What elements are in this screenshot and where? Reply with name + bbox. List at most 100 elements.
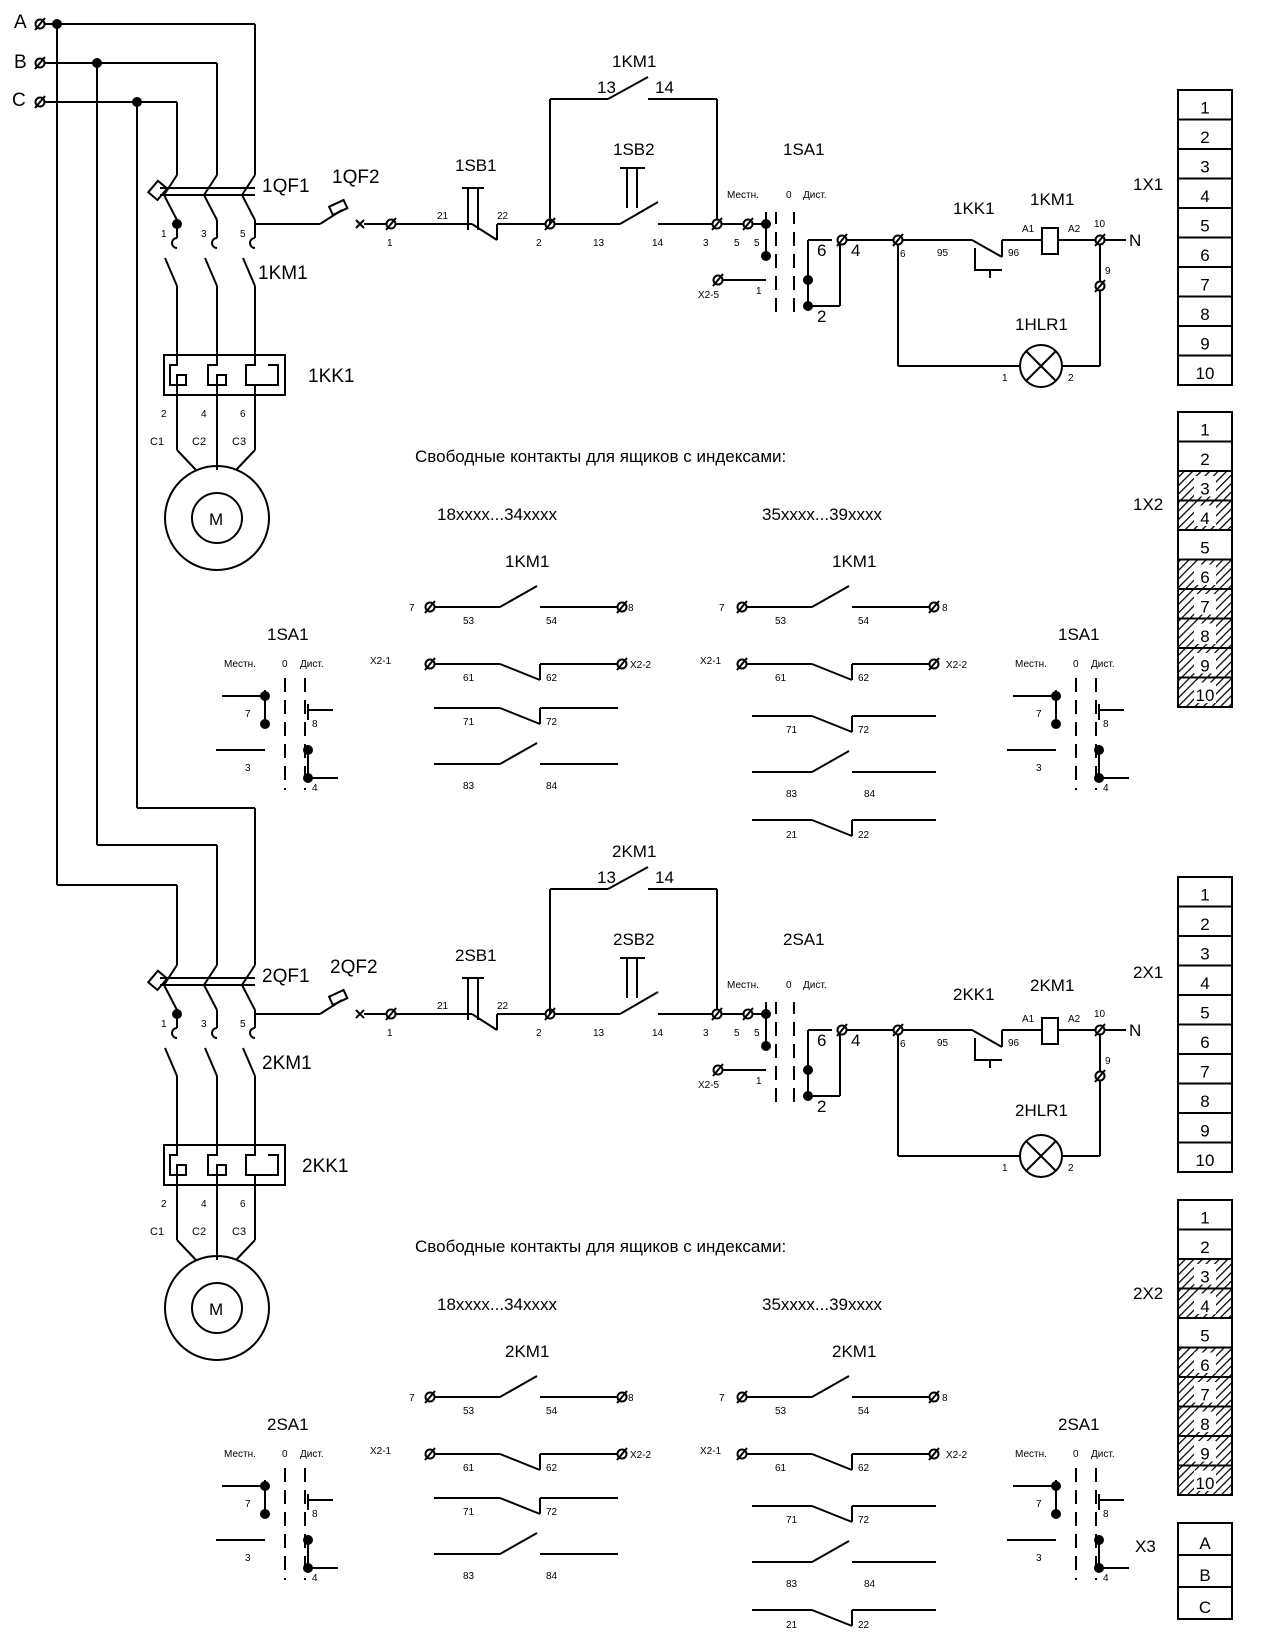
unit1-power-circuit: 1 3 5 1QF1 1KM1 1KK1 2 4 6 [146,174,354,571]
u2-sa-right-label: 2SA1 [1058,1415,1100,1434]
unit2-free-block-a: 7 8 53 54 X2-1 X2-2 61 62 71 72 [370,1375,652,1582]
unit2-x1-number: 5 [1200,1004,1209,1023]
unit1-wire-21: 21 [437,211,449,222]
u2a-c83: 83 [463,1571,475,1582]
u1-sa-left-local: Местн. [224,659,256,670]
unit1-x1-cell [1177,354,1233,386]
unit2-wire-21: 21 [437,1001,449,1012]
u2b-c84: 84 [864,1579,876,1590]
unit1-x2-number: 3 [1200,480,1209,499]
unit1-sb1-label: 1SB1 [455,156,497,175]
u2-sa-left-remote: Дист. [300,1449,324,1460]
unit1-wire-14: 14 [652,238,664,249]
unit1-km-hold-label: 1KM1 [612,52,656,71]
unit1-sa-label: 1SA1 [783,140,825,159]
unit2-x2-number: 4 [1200,1297,1209,1316]
unit1-x2-cell [1177,529,1233,561]
unit1-sb2-label: 1SB2 [613,140,655,159]
u1b-c53: 53 [775,616,787,627]
unit1-neutral-label: N [1129,231,1141,250]
unit2-x1-number: 3 [1200,945,1209,964]
unit2-sa-remote: Дист. [803,980,827,991]
unit1-free-contacts: Свободные контакты для ящиков с индексам… [216,447,1129,841]
unit2-x2-number: 2 [1200,1238,1209,1257]
unit1-free-km-b: 1KM1 [832,552,876,571]
unit2-motor-lead-c2: C2 [192,1226,206,1238]
unit2-wire-10: 10 [1094,1009,1106,1020]
unit2-wire-4: 4 [851,1031,860,1050]
u1a-c7: 7 [409,603,415,614]
unit2-sb1-label: 2SB1 [455,946,497,965]
u2a-x21: X2-1 [370,1446,392,1457]
unit2-qf2-label: 2QF2 [330,957,378,978]
u2-sa-left-zero: 0 [282,1449,288,1460]
unit1-x2-number: 10 [1196,686,1215,705]
u1b-x21: X2-1 [700,656,722,667]
unit1-motor-symbol: M [209,510,223,529]
u1b-c83: 83 [786,789,798,800]
unit1-x1-cell [1177,118,1233,150]
unit2-kk-term-6: 6 [240,1199,246,1210]
u2b-c22: 22 [858,1620,870,1631]
u1a-c8: 8 [628,603,634,614]
unit1-x1-number: 10 [1196,364,1215,383]
unit1-x2-cell [1177,411,1233,443]
u1a-c72: 72 [546,717,558,728]
unit1-coil-a1: A1 [1022,224,1035,235]
power-bus: A B C [12,12,256,965]
u1a-c84: 84 [546,781,558,792]
unit1-sa-6: 6 [817,241,826,260]
u1b-c22: 22 [858,830,870,841]
u2a-c84: 84 [546,1571,558,1582]
unit2-control-circuit: 2QF2 1 2SB1 21 22 2 2KM1 13 14 2SB2 13 1… [255,842,1141,1178]
u2b-x21: X2-1 [700,1446,722,1457]
u1b-x22: X2-2 [946,660,968,671]
u1-sa-right-8: 8 [1103,719,1109,730]
unit2-free-km-a: 2KM1 [505,1342,549,1361]
unit2-free-block-b: 7 8 53 54 X2-1 X2-2 61 62 71 72 [700,1375,968,1631]
u1-sa-right-local: Местн. [1015,659,1047,670]
unit1-free-block-a: 7 8 53 54 X2-1 X2-2 61 62 71 72 [370,585,652,792]
unit2-hold-13: 13 [597,868,616,887]
u2b-x22: X2-2 [946,1450,968,1461]
unit1-x2-label-bg [1194,505,1216,526]
u2b-c21: 21 [786,1620,798,1631]
unit2-lamp-2: 2 [1068,1163,1074,1174]
unit2-x1-number: 2 [1200,915,1209,934]
unit2-x2-label-bg [1194,1411,1216,1432]
unit2-x2-number: 3 [1200,1268,1209,1287]
unit1-sa-2: 2 [817,307,826,326]
unit2-qf1-term-3: 3 [201,1019,207,1030]
unit1-x2-label-bg [1194,653,1216,674]
unit1-control-circuit: 1QF2 1 1SB1 21 22 2 1KM1 13 14 1SB2 13 1… [255,52,1141,388]
unit1-x1-number: 9 [1200,335,1209,354]
unit1-motor-lead-c1: C1 [150,436,164,448]
unit1-x2-cell [1177,440,1233,472]
unit1-wire-22: 22 [497,211,509,222]
unit2-x1-number: 6 [1200,1033,1209,1052]
unit2-wire-5: 5 [734,1028,740,1039]
unit2-sa-6: 6 [817,1031,826,1050]
unit1-kk-term-6: 6 [240,409,246,420]
unit2-x1-number: 10 [1196,1151,1215,1170]
unit2-x2-cell [1177,1199,1233,1231]
unit2-x2-number: 8 [1200,1415,1209,1434]
u2-sa-left-4: 4 [312,1573,318,1584]
unit1-wire-4: 4 [851,241,860,260]
unit2-sa-right: 2SA1 Местн. 0 Дист. 7 8 3 4 [1007,1415,1129,1584]
phase-a-label: A [14,12,27,33]
unit1-x2-number: 2 [1200,450,1209,469]
unit1-sa-1: 1 [756,286,762,297]
unit1-x1-number: 7 [1200,276,1209,295]
unit1-motor: C1 C2 C3 M [150,400,270,571]
unit1-breaker-qf1: 1 3 5 1QF1 [146,174,310,240]
unit1-x2-number: 6 [1200,568,1209,587]
x3-number: C [1199,1598,1211,1617]
unit2-wire-96: 96 [1008,1038,1020,1049]
unit1-qf1-label: 1QF1 [262,176,310,197]
unit1-wire-9: 9 [1105,266,1111,277]
unit2-coil-a1: A1 [1022,1014,1035,1025]
unit2-x2-number: 7 [1200,1386,1209,1405]
unit2-wire-1: 1 [387,1028,393,1039]
